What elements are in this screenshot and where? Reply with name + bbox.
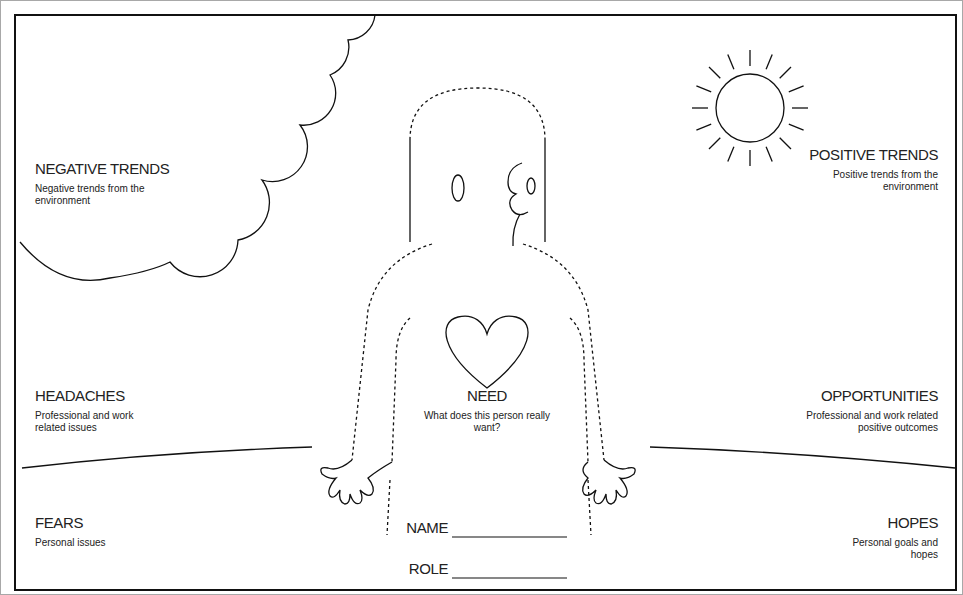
trend-cloud: NEGATIVE TRENDS Negative trends from the …	[14, 14, 378, 286]
sun-ray	[709, 67, 720, 78]
sun-ray	[792, 107, 808, 108]
section-description: What does this person really want?	[422, 410, 552, 434]
sun-ray	[749, 150, 750, 166]
sun-ray	[692, 107, 708, 108]
sun-ray	[780, 67, 791, 78]
section-heading: NAME	[370, 519, 448, 537]
fill-in-line	[452, 536, 567, 537]
cloud-outline	[14, 14, 378, 286]
head-top	[410, 88, 545, 140]
sun-ray	[766, 54, 772, 69]
ground-line	[22, 447, 312, 468]
eye	[452, 175, 464, 201]
fill-in-line	[452, 577, 567, 578]
body-outline	[588, 480, 591, 535]
sun-ray	[789, 86, 804, 92]
person-figure	[321, 88, 635, 535]
sun-ray	[728, 54, 734, 69]
section-description: Professional and work related issues	[35, 410, 160, 434]
inner-frame	[15, 15, 956, 590]
section-heading: OPPORTUNITIES	[738, 387, 938, 405]
section-heading: ROLE	[370, 560, 448, 578]
section-description: Positive trends from the environment	[813, 169, 938, 193]
eye-nose	[508, 163, 528, 215]
arm-outline	[392, 318, 410, 462]
ground-line	[650, 447, 955, 468]
head-side	[544, 140, 545, 242]
sun-ray	[696, 86, 711, 92]
section-heading: HEADACHES	[35, 387, 235, 405]
heart-symbol	[446, 316, 528, 388]
sun-ray	[749, 50, 750, 66]
sun-ray	[696, 124, 711, 130]
sun-ray	[728, 147, 734, 162]
section-description: Personal goals and hopes	[843, 537, 938, 561]
sun-symbol	[692, 50, 808, 166]
arm-outline	[523, 244, 604, 460]
body-outline	[387, 480, 390, 535]
sun-ray	[766, 147, 772, 162]
section-description: Personal issues	[35, 537, 185, 549]
head-side	[409, 140, 410, 242]
arm-outline	[570, 318, 588, 462]
cloud-shape	[20, 15, 375, 280]
sun-ray	[780, 138, 791, 149]
section-heading: FEARS	[35, 514, 235, 532]
chin-line	[513, 214, 520, 246]
hand	[583, 460, 635, 504]
sun-ray	[709, 138, 720, 149]
arm-outline	[352, 244, 432, 460]
section-heading: POSITIVE TRENDS	[738, 146, 938, 164]
section-heading: HOPES	[738, 514, 938, 532]
section-description: Professional and work related positive o…	[788, 410, 938, 434]
sun-rays	[692, 50, 808, 166]
section-heading: NEGATIVE TRENDS	[35, 160, 169, 178]
sun-disc	[716, 74, 784, 142]
eye	[527, 178, 535, 194]
sun-ray	[789, 124, 804, 130]
section-heading: NEED	[407, 387, 567, 405]
hand	[321, 460, 392, 504]
section-description: Negative trends from the environment	[35, 183, 157, 207]
